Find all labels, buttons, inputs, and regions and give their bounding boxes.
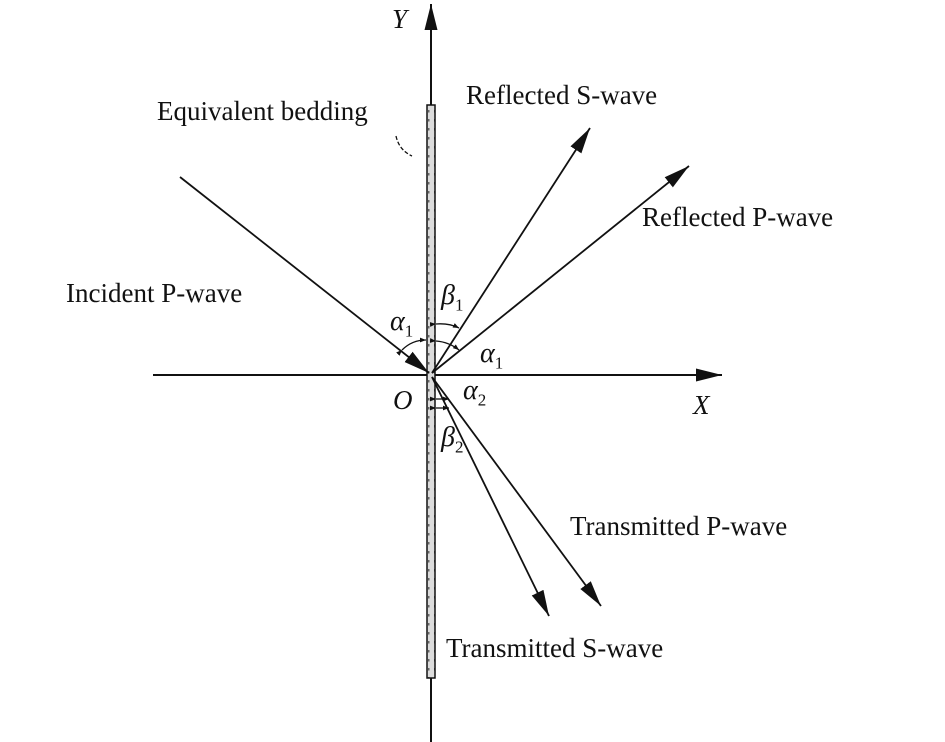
alpha1-incident-label: α1: [390, 306, 414, 341]
transmitted-p-wave-ray: [431, 376, 602, 607]
reflected-s-wave-label: Reflected S-wave: [466, 80, 658, 110]
incident-p-wave-ray: [179, 176, 430, 374]
reflected-s-wave-ray: [431, 127, 591, 374]
bedding-pointer-arrow: [395, 135, 413, 157]
transmitted-p-wave-label: Transmitted P-wave: [570, 511, 788, 541]
alpha2-label: α2: [463, 375, 487, 410]
x-axis-label: X: [693, 390, 710, 420]
y-axis-label: Y: [392, 4, 408, 34]
bedding-label: Equivalent bedding: [157, 96, 368, 126]
alpha1-reflected-label: α1: [480, 338, 504, 373]
origin-label: O: [393, 385, 413, 415]
beta1-arc: [429, 322, 460, 329]
incident-p-wave-label: Incident P-wave: [66, 278, 243, 308]
reflected-p-wave-ray: [431, 165, 690, 374]
equivalent-bedding-layer: [426, 104, 436, 679]
beta1-label: β1: [441, 280, 464, 315]
transmitted-s-wave-label: Transmitted S-wave: [446, 633, 664, 663]
beta2-label: β2: [441, 422, 464, 457]
transmitted-s-wave-ray: [431, 376, 550, 617]
reflected-p-wave-label: Reflected P-wave: [642, 202, 834, 232]
alpha1-reflected-arc: [429, 338, 460, 351]
alpha1-incident-arc: [396, 337, 427, 356]
